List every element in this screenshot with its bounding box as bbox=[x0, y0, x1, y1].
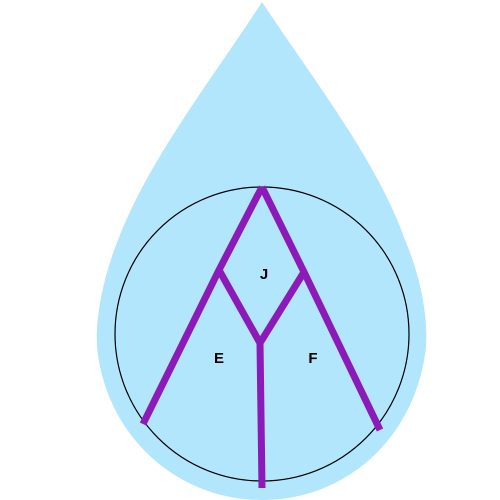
region-label-right: F bbox=[308, 350, 317, 367]
branch-lines bbox=[139, 185, 384, 489]
region-label-top: J bbox=[260, 266, 268, 283]
stem-branch bbox=[256, 342, 266, 489]
region-label-left: E bbox=[214, 350, 224, 367]
water-drop-shape bbox=[96, 2, 427, 500]
